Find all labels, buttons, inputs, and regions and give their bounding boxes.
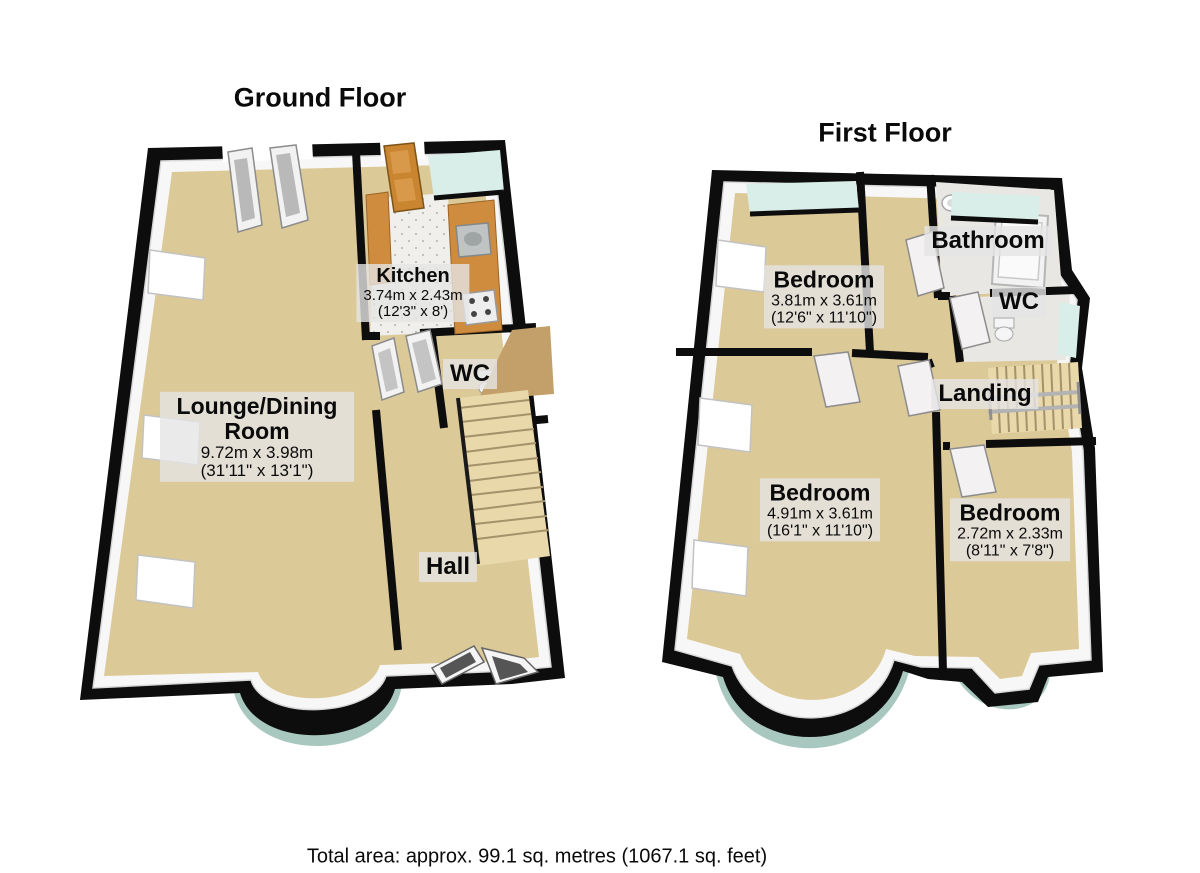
room-dims-imperial: (16'1" x 11'10") <box>766 522 874 540</box>
room-dims-metric: 4.91m x 3.61m <box>767 505 873 523</box>
room-dims-metric: 2.72m x 2.33m <box>957 525 1063 543</box>
total-area-text: Total area: approx. 99.1 sq. metres (106… <box>306 845 768 868</box>
room-name: WC <box>999 288 1039 316</box>
room-name: Landing <box>938 380 1032 408</box>
kitchen-hob <box>461 289 499 326</box>
room-name: Bedroom <box>773 266 875 293</box>
room-label-bedroom-2: Bedroom 4.91m x 3.61m (16'1" x 11'10") <box>759 478 881 542</box>
room-label-landing: Landing <box>931 379 1039 409</box>
room-label-bathroom: Bathroom <box>924 226 1052 256</box>
room-dims-imperial: (31'11" x 13'1") <box>200 460 314 480</box>
room-dims-imperial: (12'3" x 8') <box>377 302 449 320</box>
room-label-bedroom-1: Bedroom 3.81m x 3.61m (12'6" x 11'10") <box>763 265 885 329</box>
room-dims-metric: 9.72m x 3.98m <box>200 442 314 462</box>
room-label-hall: Hall <box>418 552 478 582</box>
french-doors <box>222 140 313 233</box>
room-name: Bathroom <box>931 227 1045 255</box>
room-name: WC <box>450 360 490 388</box>
room-name: Kitchen <box>376 265 450 288</box>
windows <box>746 181 1080 358</box>
kitchen-window <box>428 150 505 201</box>
window-recesses <box>691 239 767 597</box>
room-label-wc-first: WC <box>992 287 1046 317</box>
room-name: Bedroom <box>959 499 1061 526</box>
room-dims-metric: 3.74m x 2.43m <box>363 286 463 304</box>
room-label-wc-ground: WC <box>443 359 497 389</box>
room-dims-imperial: (8'11" x 7'8") <box>965 542 1055 560</box>
toilet <box>993 317 1015 342</box>
staircase <box>456 326 554 566</box>
first-floor-plan <box>662 170 1103 749</box>
doors <box>813 231 997 498</box>
room-label-lounge-dining: Lounge/Dining Room 9.72m x 3.98m (31'11"… <box>160 391 354 483</box>
room-name: Hall <box>425 553 471 581</box>
room-label-bedroom-3: Bedroom 2.72m x 2.33m (8'11" x 7'8") <box>950 498 1070 562</box>
ground-floor-title: Ground Floor <box>233 82 407 113</box>
room-name: Bedroom <box>769 479 871 506</box>
room-dims-imperial: (12'6" x 11'10") <box>770 309 878 327</box>
room-dims-metric: 3.81m x 3.61m <box>771 292 877 310</box>
room-label-kitchen: Kitchen 3.74m x 2.43m (12'3" x 8') <box>356 264 470 322</box>
first-floor-title: First Floor <box>818 117 952 148</box>
kitchen-sink <box>455 222 492 258</box>
entrance-doors <box>430 645 540 685</box>
room-name: Lounge/Dining Room <box>176 392 338 444</box>
lounge-hall-doors <box>371 329 443 402</box>
front-door <box>380 140 425 213</box>
